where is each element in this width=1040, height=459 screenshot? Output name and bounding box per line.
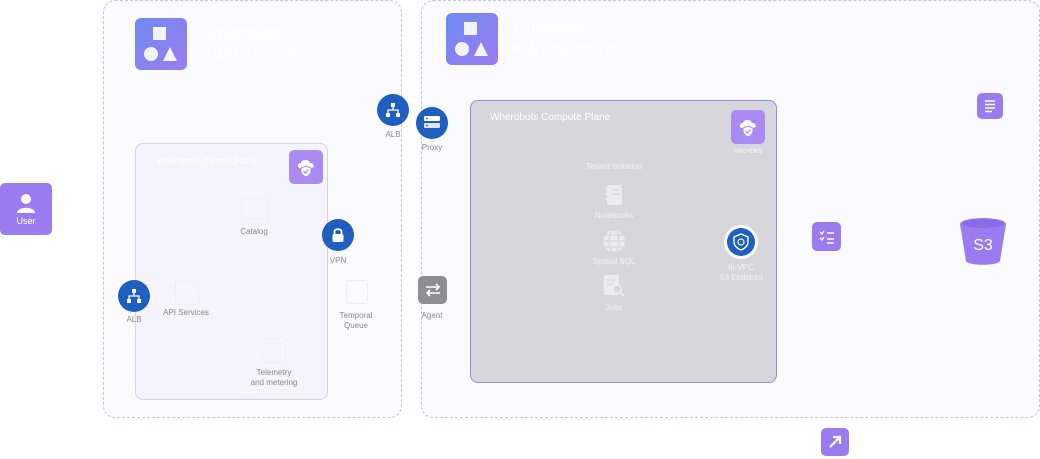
policy-list-icon[interactable] [812,222,841,251]
s3-label: S3 [973,237,993,254]
shield-icon [733,233,749,251]
agent-node[interactable] [418,276,447,304]
s3-endpoint-inner [727,228,755,256]
vpn-label: VPN [329,256,347,265]
telemetry-label: Telemetry and metering [250,368,298,387]
catalog-label: Catalog [240,227,268,236]
notebooks-label: Notebooks [594,211,634,220]
document-search-icon [604,275,625,297]
document-list-icon[interactable] [977,93,1003,119]
shapes-icon [144,27,177,61]
s3-endpoint-node[interactable] [724,225,758,259]
vpn-node[interactable] [322,219,354,251]
globe-icon [603,229,625,253]
user-node[interactable]: User [0,183,52,235]
list-icon [985,100,995,113]
external-link-button[interactable] [821,428,849,456]
proxy-label: Proxy [421,143,443,152]
jobs-icon [602,274,626,298]
s3-endpoint-label: In-VPC S3 Endpoint [719,263,763,282]
control-plane-badge [289,150,323,184]
compute-plane-badge-icon [731,110,765,144]
agent-label: Agent [421,311,443,320]
wherobots-account-icon [135,18,187,70]
user-icon [17,194,35,213]
s3-bucket-node[interactable]: S3 [958,215,1008,267]
network-icon [386,103,400,117]
server-icon [424,116,440,128]
shapes-icon [455,22,488,56]
api-services-icon [175,281,199,305]
control-plane-title: Wherobots Control Plane [156,156,257,166]
alb-node[interactable] [377,94,409,126]
proxy-node[interactable] [416,107,448,139]
control-plane-box [135,143,328,400]
swap-arrows-icon [425,283,440,297]
control-alb-label: ALB [126,315,142,324]
control-alb-node[interactable] [118,280,150,312]
jobs-label: Jobs [605,303,623,312]
notebooks-icon [604,184,624,206]
customer-account-icon [446,13,498,65]
network-icon [127,289,141,303]
spatial-sql-icon [601,228,627,254]
arrow-up-right-icon [829,435,842,448]
temporal-queue-label: Temporal Queue [339,311,373,330]
temporal-queue-icon [346,280,368,304]
user-label: User [16,216,36,226]
cloud-shield-icon [739,120,756,138]
customer-account-title: Customer AWS Account [515,20,613,58]
checklist-icon [819,230,834,244]
compute-plane-badge-label: VPC+EKS [733,149,763,155]
bucket-icon [960,218,1006,265]
tenant-isolation-label: Tenant Isolation [585,162,643,171]
telemetry-icon [262,343,286,363]
cloud-shield-icon [297,160,314,178]
spatial-sql-label: Spatial SQL [592,257,636,266]
notebook-icon [605,185,622,205]
lock-icon [332,228,344,242]
wherobots-account-title: Wherobots AWS Account [203,25,301,63]
api-services-label: API Services [163,308,209,317]
alb-label: ALB [385,130,401,139]
compute-plane-title: Wherobots Compute Plane [490,112,611,123]
catalog-icon [241,198,269,224]
